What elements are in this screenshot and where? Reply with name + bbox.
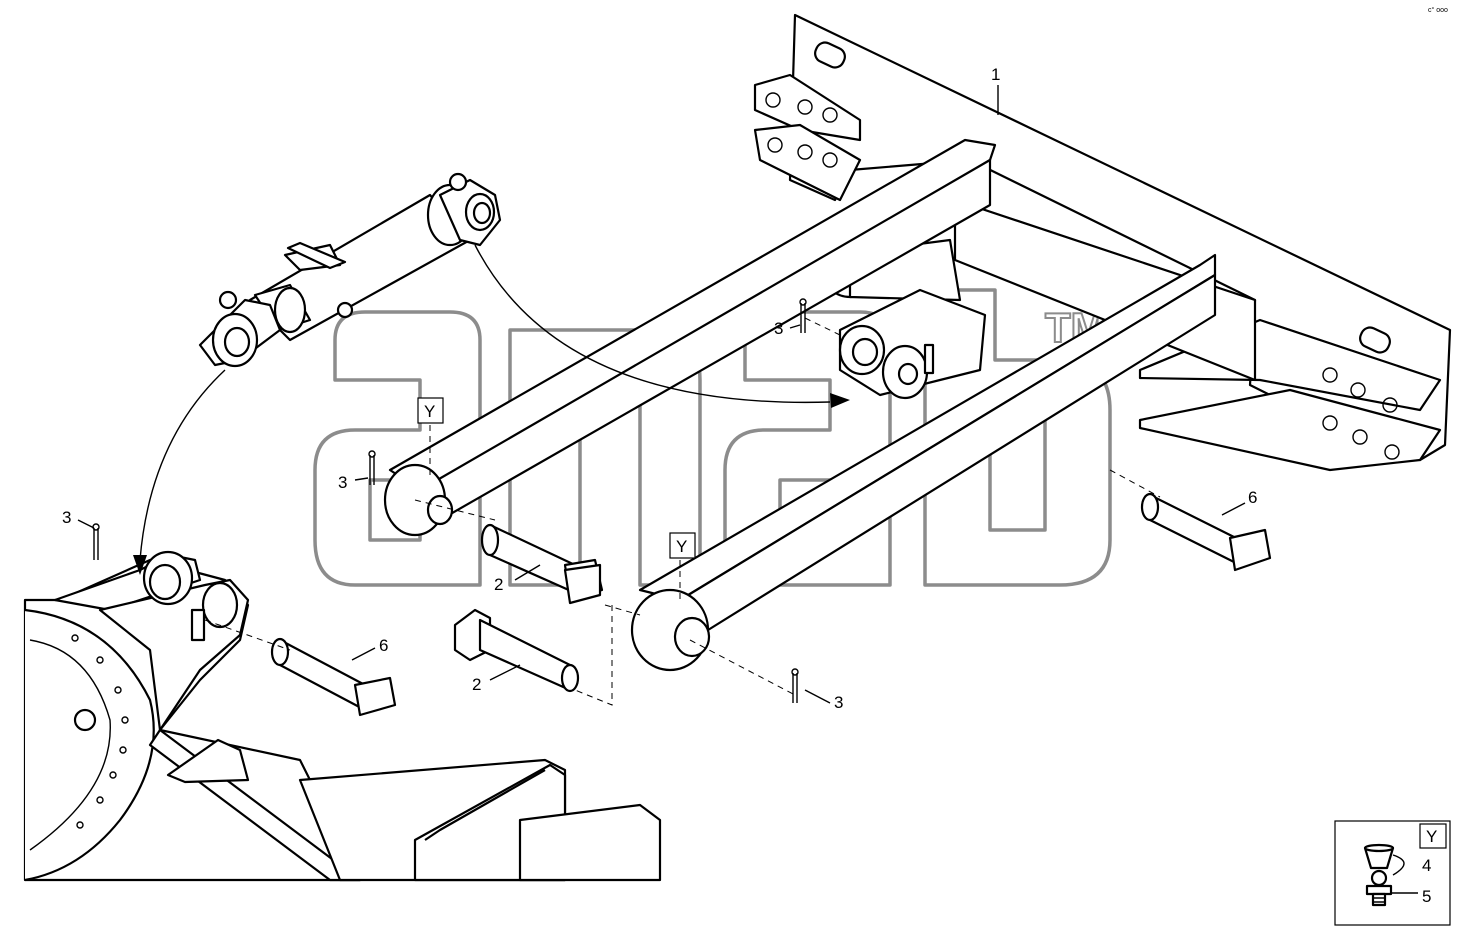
pin-2-upper bbox=[480, 523, 604, 605]
inset-label: Y bbox=[1426, 827, 1437, 846]
corner-mark: c° ooo bbox=[1428, 6, 1448, 14]
bracket-holes bbox=[765, 92, 838, 168]
pin-6-right bbox=[1140, 492, 1272, 572]
bracket-holes-right bbox=[1322, 367, 1400, 460]
base-frame bbox=[23, 550, 362, 882]
arrow-head-icon bbox=[133, 555, 147, 575]
leader-lines bbox=[77, 85, 1246, 704]
inset-label-box bbox=[1419, 823, 1447, 849]
callout-2-upper: 2 bbox=[494, 575, 503, 594]
detail-mark-y-upper: Y bbox=[424, 402, 435, 421]
arrow-head-icon bbox=[830, 393, 850, 408]
pin-6-left bbox=[270, 637, 397, 717]
callout-6-left: 6 bbox=[379, 636, 388, 655]
callout-3-left: 3 bbox=[62, 508, 71, 527]
callout-3-lower-arm: 3 bbox=[834, 693, 843, 712]
counterweight-blocks bbox=[298, 758, 662, 882]
callout-3-top: 3 bbox=[774, 319, 783, 338]
callout-1: 1 bbox=[991, 65, 1000, 84]
callout-6-right: 6 bbox=[1248, 488, 1257, 507]
callout-2-lower: 2 bbox=[472, 675, 481, 694]
dash-lines bbox=[204, 317, 1161, 706]
callouts: 1 2 2 3 3 3 3 6 6 bbox=[62, 65, 1257, 712]
pin-2-lower bbox=[453, 608, 580, 693]
bolt-holes bbox=[71, 634, 129, 829]
detail-mark-box bbox=[417, 397, 444, 424]
detail-marks: Y Y bbox=[417, 397, 696, 559]
grease-nipple-icon bbox=[1363, 843, 1395, 907]
assembly-arrows bbox=[133, 244, 850, 575]
inset-callout-4: 4 bbox=[1422, 856, 1431, 875]
callout-3-upper-arm: 3 bbox=[338, 473, 347, 492]
inset-callout-5: 5 bbox=[1422, 887, 1431, 906]
detail-mark-y-lower: Y bbox=[676, 537, 687, 556]
boom-arm bbox=[383, 13, 1452, 672]
inset-detail: Y 4 5 bbox=[1334, 820, 1451, 926]
hydraulic-cylinder bbox=[198, 172, 502, 368]
detail-mark-box bbox=[669, 532, 696, 559]
